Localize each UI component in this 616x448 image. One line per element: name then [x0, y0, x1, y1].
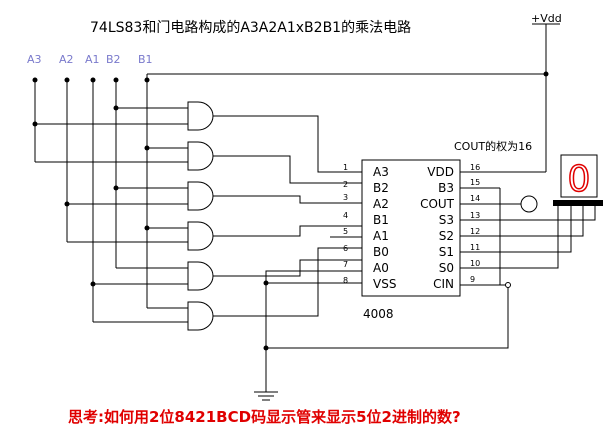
pin-name: B0: [373, 245, 389, 259]
pin-number: 11: [470, 243, 480, 252]
pin-name: A2: [373, 197, 389, 211]
pin-number: 1: [343, 163, 348, 172]
pin-name: A0: [373, 261, 389, 275]
pin-name: S2: [439, 229, 454, 243]
pin-number: 3: [343, 193, 348, 202]
pin-name: VSS: [373, 277, 396, 291]
input-label-b1: B1: [138, 53, 153, 66]
adder-chip: [361, 159, 461, 297]
input-label-b2: B2: [106, 53, 121, 66]
and-gate-3: [187, 181, 214, 211]
seven-segment-display: [560, 154, 598, 198]
pin-number: 8: [343, 276, 348, 285]
pin-number: 10: [470, 259, 480, 268]
right-pin-wires: [266, 171, 596, 349]
pin-number: 15: [470, 178, 480, 187]
display-base: [553, 200, 603, 206]
pin-number: 14: [470, 194, 480, 203]
input-terminal-b2: [113, 77, 119, 83]
pin-number: 9: [470, 275, 475, 284]
cin-node: [505, 282, 511, 288]
input-label-a1: A1: [85, 53, 100, 66]
pin-number: 2: [343, 180, 348, 189]
pin-number: 7: [343, 260, 348, 269]
gate-output-wires: [213, 115, 362, 317]
pin-name: S0: [439, 261, 454, 275]
pin-number: 16: [470, 163, 480, 172]
gate-input-wires: [32, 105, 188, 323]
pin-number: 13: [470, 211, 480, 220]
pin-number: 6: [343, 244, 348, 253]
and-gate-5: [187, 261, 214, 291]
chip-name: 4008: [363, 307, 394, 321]
and-gate-1: [187, 101, 214, 131]
pin-number: 12: [470, 227, 480, 236]
input-terminal-a2: [64, 77, 70, 83]
pin-name: VDD: [427, 165, 454, 179]
input-label-a2: A2: [59, 53, 74, 66]
input-terminal-a3: [32, 77, 38, 83]
display-digit: 0: [568, 159, 591, 200]
pin7-wire: [265, 270, 362, 348]
pin-name: S1: [439, 245, 454, 259]
cout-indicator: [520, 195, 538, 213]
pin-name: A1: [373, 229, 389, 243]
pin-name: COUT: [420, 197, 455, 211]
and-gate-4: [187, 221, 214, 251]
chip-left-pins: 1 A3 2 B2 3 A2 4 B1 5 A1 6 B0 7 A0 8 VSS: [343, 163, 396, 291]
input-terminal-a1: [90, 77, 96, 83]
pin-name: B1: [373, 213, 389, 227]
cout-weight-note: COUT的权为16: [454, 139, 532, 153]
input-terminal-b1: [144, 77, 150, 83]
and-gate-6: [187, 301, 214, 331]
pin-name: B2: [373, 181, 389, 195]
question-text: 思考:如何用2位8421BCD码显示管来显示5位2进制的数?: [68, 408, 461, 426]
pin-number: 4: [343, 211, 348, 220]
input-label-a3: A3: [27, 53, 42, 66]
and-gate-2: [187, 141, 214, 171]
ground-symbol: [254, 348, 278, 401]
supply-label: +Vdd: [531, 12, 562, 25]
pin-number: 5: [343, 227, 348, 236]
diagram-title: 74LS83和门电路构成的A3A2A1xB2B1的乘法电路: [90, 20, 411, 36]
pin-name: S3: [439, 213, 454, 227]
pin-name: B3: [438, 181, 454, 195]
pin-name: A3: [373, 165, 389, 179]
chip-right-pins: VDD B3 COUT S3 S2 S1 S0 CIN 16 15 14 13 …: [420, 163, 480, 291]
pin-name: CIN: [433, 277, 454, 291]
